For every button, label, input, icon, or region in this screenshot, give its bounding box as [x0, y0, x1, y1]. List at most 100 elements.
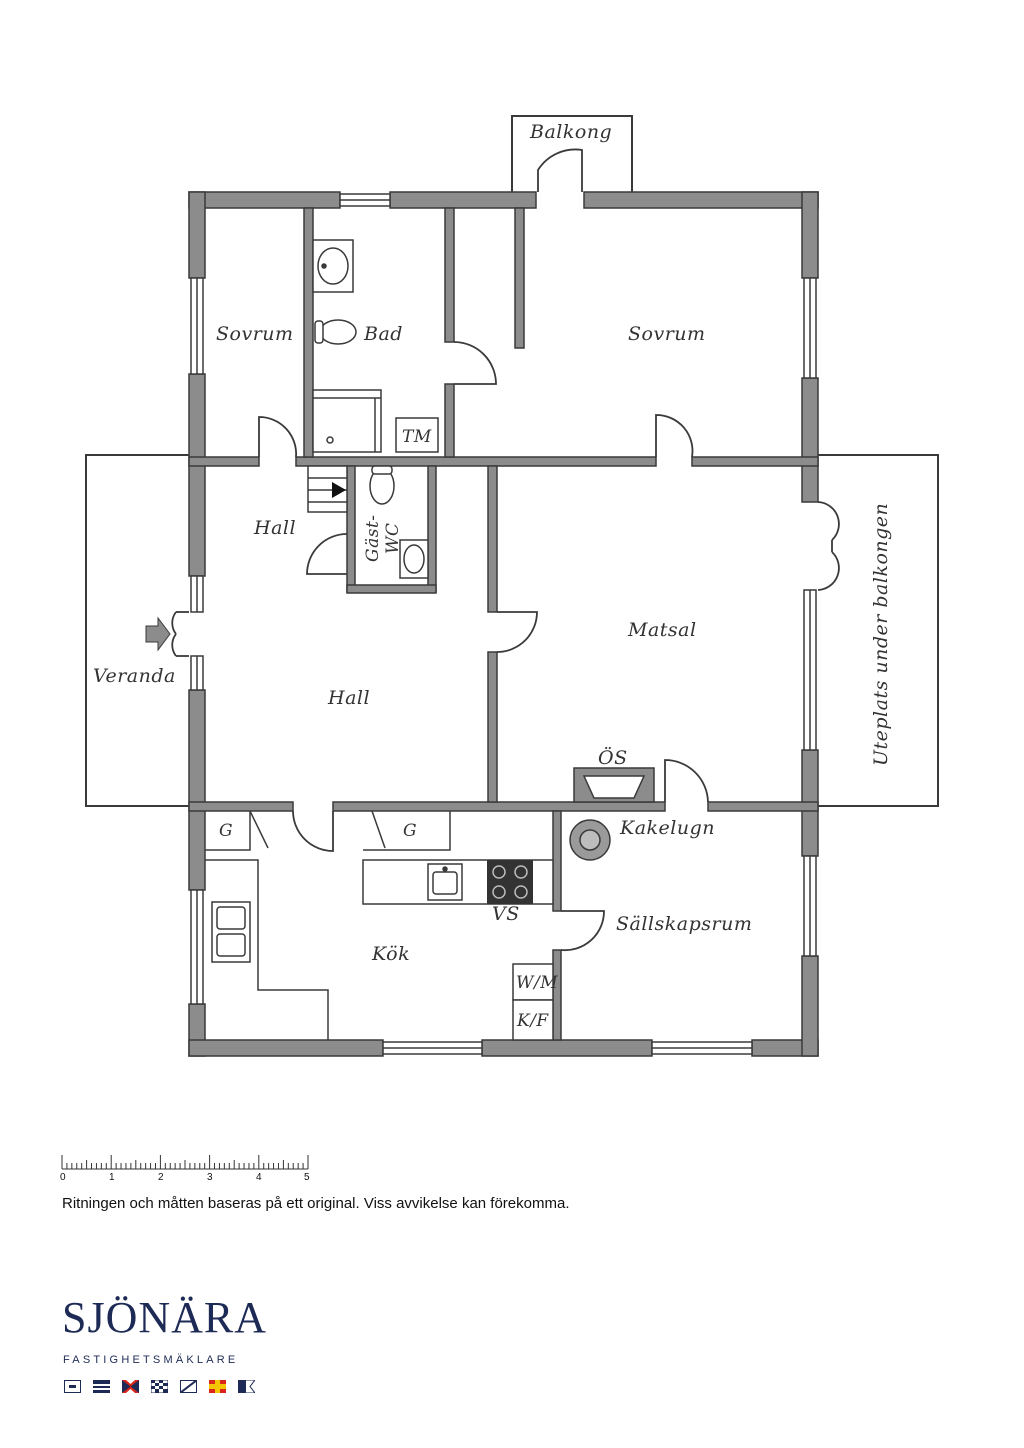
label-sallskapsrum: Sällskapsrum: [616, 913, 752, 935]
door-hall-small: [306, 533, 348, 575]
wall-bad-left: [303, 207, 314, 458]
scale-label-3: 3: [207, 1172, 213, 1183]
walls: [188, 191, 819, 1057]
scale-label-1: 1: [109, 1172, 115, 1183]
wall-low-h-1: [188, 801, 294, 812]
label-wm: W/M: [516, 973, 558, 993]
label-matsal: Matsal: [627, 619, 697, 641]
veranda-outline: [85, 454, 189, 807]
wall-wc-bottom: [346, 584, 437, 594]
door-matsal: [496, 611, 538, 653]
left-counter: [205, 859, 329, 1040]
label-tm: TM: [402, 427, 432, 447]
label-uteplats: Uteplats under balkongen: [870, 503, 892, 766]
scale-label-4: 4: [256, 1172, 262, 1183]
label-g-left: G: [219, 821, 233, 841]
cooktop-icon: [487, 860, 533, 904]
wall-left-2: [188, 373, 206, 577]
label-os: ÖS: [598, 746, 628, 769]
wall-mid-h-1: [188, 456, 260, 467]
wall-left-3: [188, 689, 206, 891]
wall-bottom-2: [481, 1039, 653, 1057]
g-right-box: [363, 811, 451, 851]
label-bad: Bad: [363, 323, 403, 345]
wall-sovrum-stub: [514, 207, 525, 349]
kf-box: [512, 999, 554, 1041]
door-bad: [453, 341, 497, 385]
label-kf: K/F: [516, 1011, 549, 1031]
wall-right-2: [801, 377, 819, 503]
label-hall-small: Hall: [253, 517, 296, 539]
label-sovrum-left: Sovrum: [216, 323, 294, 345]
entry-arrow-icon: [145, 616, 171, 652]
flag-icon-7: [238, 1380, 255, 1393]
doors: [171, 148, 840, 952]
door-sallskapsrum: [664, 759, 709, 803]
scale-label-0: 0: [60, 1172, 66, 1183]
wall-hall-divider-1: [487, 465, 498, 613]
flag-icon-5: [180, 1380, 197, 1393]
windows: [190, 193, 817, 1055]
label-kok: Kök: [371, 943, 410, 965]
wall-right-1: [801, 191, 819, 279]
disclaimer-text: Ritningen och måtten baseras på ett orig…: [62, 1195, 570, 1212]
stairs-arrow-icon: [332, 482, 346, 498]
door-sovrum-right: [655, 414, 694, 458]
brand-logo: SJÖNÄRA: [62, 1293, 268, 1342]
label-vs: VS: [492, 903, 520, 925]
fixtures: [205, 239, 655, 1041]
flag-icon-4: [151, 1380, 168, 1393]
label-veranda: Veranda: [93, 665, 176, 687]
flag-icon-6: [209, 1380, 226, 1393]
brand-subtitle: FASTIGHETSMÄKLARE: [63, 1354, 239, 1366]
wall-wc-left: [346, 465, 356, 593]
wall-top-mid: [389, 191, 537, 209]
wall-kitchen-div-1: [552, 810, 562, 912]
flag-icon-1: [64, 1380, 81, 1393]
flag-icon-3: [122, 1380, 139, 1393]
wall-mid-h-3: [691, 456, 819, 467]
scale-label-2: 2: [158, 1172, 164, 1183]
wall-top-right: [583, 191, 819, 209]
wall-wc-right: [427, 465, 437, 593]
wall-bad-right-2: [444, 383, 455, 458]
scale-bar: [61, 1155, 309, 1170]
label-gast: Gäst-: [363, 514, 383, 562]
shower-icon: [312, 389, 382, 453]
scale-label-5: 5: [304, 1172, 310, 1183]
door-uteplats-2: [817, 551, 840, 591]
label-g-right: G: [403, 821, 417, 841]
wall-mid-h-2: [295, 456, 657, 467]
floor-plan: Balkong Sovrum Bad Sovrum TM Hall Gäst- …: [85, 115, 939, 1057]
label-hall-main: Hall: [327, 687, 370, 709]
door-uteplats-1: [817, 501, 840, 541]
tm-box: [395, 417, 439, 453]
wall-top-left: [188, 191, 341, 209]
door-entry-2: [171, 633, 177, 657]
g-left-door: [249, 810, 269, 849]
toilet-icon: [319, 319, 357, 345]
wall-low-h-2: [332, 801, 666, 812]
wall-left-1: [188, 191, 206, 279]
door-kitchen-hall: [292, 810, 334, 852]
door-balkong: [537, 148, 583, 192]
wall-right-4: [801, 955, 819, 1057]
room-labels: Balkong Sovrum Bad Sovrum TM Hall Gäst- …: [93, 121, 892, 1031]
uteplats-outline: [818, 454, 939, 807]
label-wc: WC: [383, 523, 403, 554]
wall-bottom-1: [188, 1039, 384, 1057]
door-sovrum-left: [258, 416, 297, 458]
label-balkong: Balkong: [529, 121, 612, 143]
balcony-outline: [511, 115, 633, 192]
wall-low-h-3: [707, 801, 819, 812]
wall-bad-right-1: [444, 207, 455, 343]
wall-kitchen-div-2: [552, 949, 562, 1041]
label-kakelugn: Kakelugn: [619, 817, 715, 839]
wall-hall-divider-2: [487, 651, 498, 803]
signal-flags: [64, 1380, 255, 1393]
label-sovrum-right: Sovrum: [628, 323, 706, 345]
g-right-door: [371, 810, 386, 849]
g-left-box: [205, 811, 251, 851]
door-entry-1: [171, 611, 177, 635]
door-kok-sallskap: [560, 910, 605, 952]
